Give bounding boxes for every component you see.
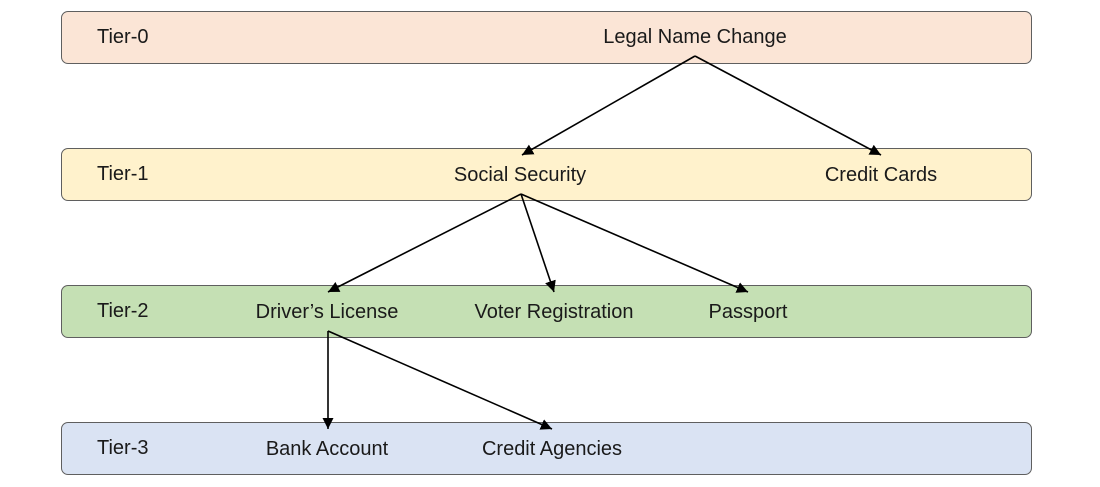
tier-1-band: Tier-1 xyxy=(61,148,1032,201)
tier-0-label: Tier-0 xyxy=(97,26,149,48)
edge-social-security-to-drivers-license xyxy=(327,193,522,293)
tier-2-label: Tier-2 xyxy=(97,300,149,322)
tier-1-label: Tier-1 xyxy=(97,163,149,185)
tier-3-label: Tier-3 xyxy=(97,437,149,459)
tier-0-band: Tier-0 xyxy=(61,11,1032,64)
edge-drivers-license-to-credit-agencies xyxy=(327,330,553,430)
tier-2-band: Tier-2 xyxy=(61,285,1032,338)
edge-social-security-to-voter-registration xyxy=(520,193,556,293)
node-passport: Passport xyxy=(708,301,788,323)
edge-legal-to-social-security xyxy=(521,55,696,156)
edge-social-security-to-passport xyxy=(520,193,749,293)
tier-3-band: Tier-3 xyxy=(61,422,1032,475)
edge-legal-to-credit-cards xyxy=(694,55,882,156)
node-legal-name-change: Legal Name Change xyxy=(603,26,787,48)
node-social-security: Social Security xyxy=(453,164,587,186)
node-credit-agencies: Credit Agencies xyxy=(481,438,623,460)
node-bank-account: Bank Account xyxy=(265,438,389,460)
node-credit-cards: Credit Cards xyxy=(824,164,938,186)
node-drivers-license: Driver’s License xyxy=(255,301,399,323)
node-voter-registration: Voter Registration xyxy=(474,301,634,323)
